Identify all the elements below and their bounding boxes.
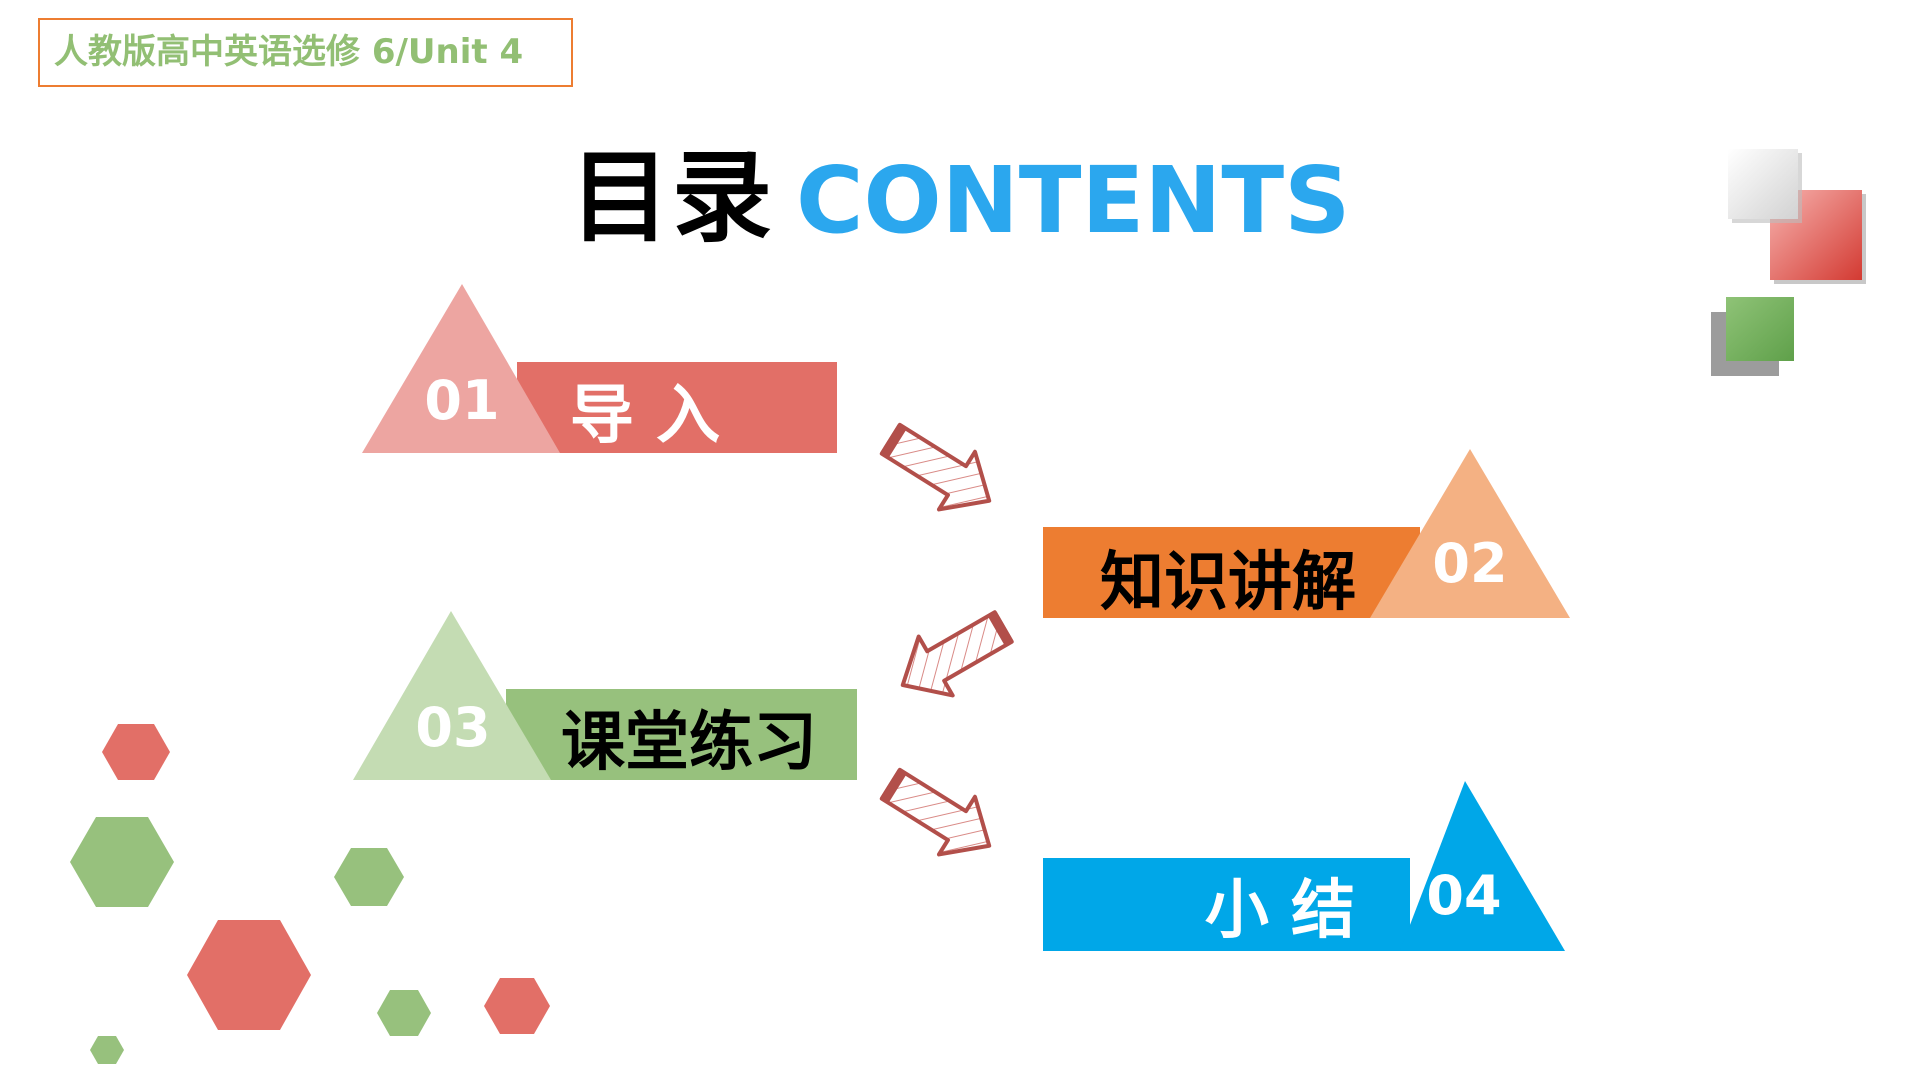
section-02-graphic <box>1043 449 1570 618</box>
left-down-arrow-icon <box>900 610 1014 698</box>
section-02-label[interactable]: 知识讲解 <box>1100 546 1356 620</box>
page-title-chinese: 目录 <box>570 139 774 256</box>
section-04-label[interactable]: 小 结 <box>1204 874 1356 948</box>
section-02-number: 02 <box>1432 531 1508 595</box>
section-01-triangle <box>362 284 560 453</box>
right-down-arrow-icon <box>879 422 992 512</box>
section-02-banner <box>1043 527 1420 618</box>
section-02-triangle <box>1370 449 1570 618</box>
hexagon-icon <box>90 1036 124 1064</box>
section-01-label[interactable]: 导 入 <box>569 379 721 453</box>
course-tag: 人教版高中英语选修 6/Unit 4 <box>38 18 573 87</box>
section-03-banner <box>506 689 857 780</box>
square-tile-icon <box>1728 149 1802 223</box>
section-03-graphic <box>353 611 857 780</box>
page-title-english: CONTENTS <box>796 147 1351 254</box>
right-down-arrow-icon <box>879 767 992 857</box>
section-03-label[interactable]: 课堂练习 <box>561 706 817 780</box>
section-01-number: 01 <box>424 368 500 432</box>
section-04-graphic <box>1043 781 1565 951</box>
hexagon-icon <box>377 990 431 1036</box>
section-01-banner <box>517 362 837 453</box>
section-04-banner <box>1043 858 1410 951</box>
section-01-graphic <box>362 284 837 453</box>
section-04-number: 04 <box>1426 863 1502 927</box>
hexagon-icon <box>334 848 404 906</box>
section-03-number: 03 <box>415 695 491 759</box>
hexagon-icon <box>70 817 174 907</box>
section-03-triangle <box>353 611 551 780</box>
hexagon-icon <box>484 978 550 1034</box>
hexagon-icon <box>102 724 170 780</box>
hexagon-icon <box>187 920 311 1030</box>
section-04-triangle <box>1400 781 1565 951</box>
square-tile-icon <box>1711 297 1794 376</box>
